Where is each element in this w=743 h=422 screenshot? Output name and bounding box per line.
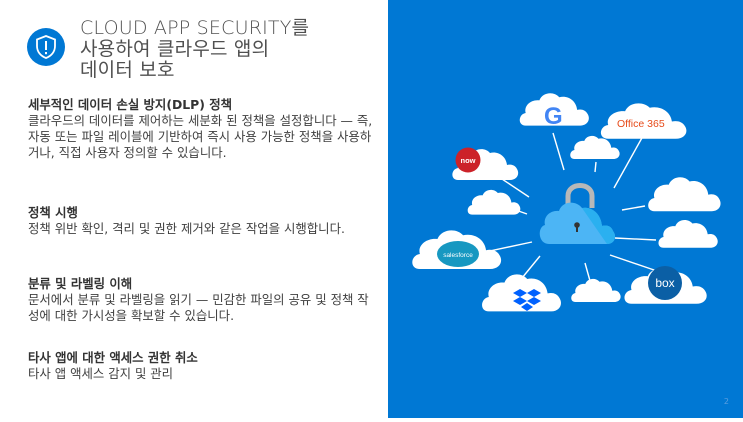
section-policy-enforcement: 정책 시행 정책 위반 확인, 격리 및 권한 제거와 같은 작업을 시행합니다… <box>28 205 373 237</box>
google-logo: G <box>544 103 563 130</box>
section-body: 타사 앱 액세스 감지 및 관리 <box>28 366 174 381</box>
section-heading: 정책 시행 <box>28 205 78 220</box>
section-dlp: 세부적인 데이터 손실 방지(DLP) 정책 클라우드의 데이터를 제어하는 세… <box>28 97 373 161</box>
content-panel: CLOUD APP SECURITY를 사용하여 클라우드 앱의 데이터 보호 … <box>27 17 380 382</box>
section-heading: 타사 앱에 대한 액세스 권한 취소 <box>28 350 198 365</box>
page-number: 2 <box>723 397 729 406</box>
section-body: 정책 위반 확인, 격리 및 권한 제거와 같은 작업을 시행합니다. <box>28 221 345 236</box>
title-line: 사용하여 클라우드 앱의 <box>80 38 270 60</box>
box-logo: box <box>655 276 674 290</box>
servicenow-logo: now <box>461 156 476 165</box>
title-line: 데이터 보호 <box>80 59 175 81</box>
page-title: CLOUD APP SECURITY를 사용하여 클라우드 앱의 데이터 보호 <box>80 18 380 81</box>
salesforce-logo: salesforce <box>443 252 473 259</box>
cloud-apps-illustration: G Office 365 now salesforce box <box>412 93 721 312</box>
section-heading: 세부적인 데이터 손실 방지(DLP) 정책 <box>28 97 233 112</box>
section-third-party: 타사 앱에 대한 액세스 권한 취소 타사 앱 액세스 감지 및 관리 <box>28 350 373 382</box>
section-classification: 분류 및 라벨링 이해 문서에서 분류 및 라벨링을 읽기 — 민감한 파일의 … <box>28 276 373 324</box>
office365-logo: Office 365 <box>617 118 665 130</box>
dropbox-icon <box>513 289 541 311</box>
section-body: 문서에서 분류 및 라벨링을 읽기 — 민감한 파일의 공유 및 정책 작성에 … <box>28 292 369 323</box>
title-line: CLOUD APP SECURITY를 <box>80 17 310 39</box>
shield-alert-icon <box>27 28 65 66</box>
cloud-lock-icon <box>539 183 615 244</box>
illustration-panel: G Office 365 now salesforce box 2 <box>388 0 743 418</box>
section-body: 클라우드의 데이터를 제어하는 세분화 된 정책을 설정합니다 — 즉, 자동 … <box>28 113 373 160</box>
section-heading: 분류 및 라벨링 이해 <box>28 276 133 291</box>
